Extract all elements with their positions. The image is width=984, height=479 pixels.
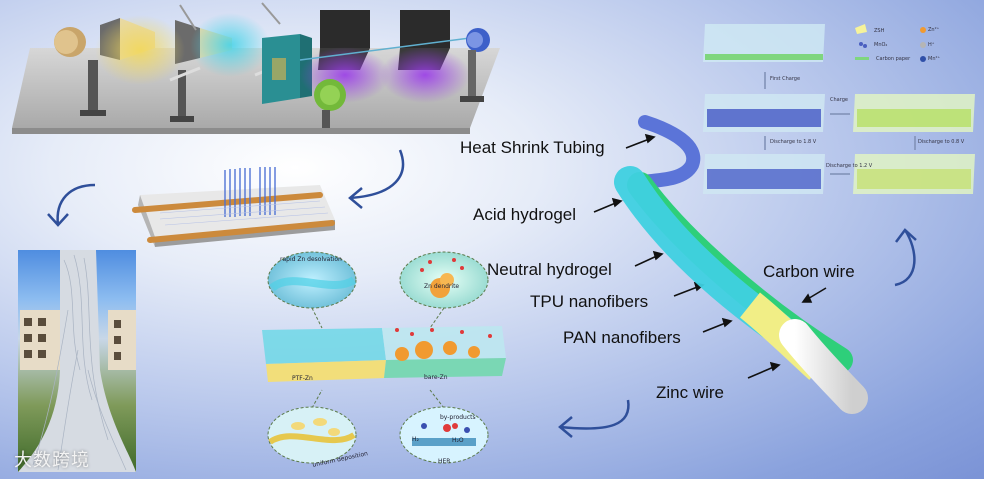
h2o-label: H₂O	[452, 437, 464, 444]
fiber-battery-illustration	[614, 115, 868, 414]
pan-nanofibers-label: PAN nanofibers	[563, 328, 681, 347]
heat-shrink-tubing-label: Heat Shrink Tubing	[460, 138, 605, 157]
electrospinning-setup-illustration	[12, 2, 500, 134]
neutral-hydrogel-label: Neutral hydrogel	[487, 260, 612, 279]
curved-arrow-icon	[47, 149, 917, 438]
tree-trunk-illustration	[18, 250, 136, 472]
rapid-desolvation-label: rapid Zn desolvation	[280, 256, 342, 263]
discharge-1-8v-label: Discharge to 1.8 V	[770, 139, 817, 145]
watermark-text: 大数跨境	[14, 450, 90, 471]
byproducts-label: by-products	[440, 414, 476, 421]
acid-hydrogel-label: Acid hydrogel	[473, 205, 577, 224]
charge-label: Charge	[830, 97, 848, 103]
h2-label: H₂	[412, 436, 419, 443]
fiber-collector-illustration	[132, 167, 335, 247]
legend-h-label: H⁺	[928, 42, 935, 48]
cathode-reaction-panel	[703, 24, 975, 194]
bare-zn-label: bare-Zn	[424, 374, 448, 381]
legend-carbon-label: Carbon paper	[876, 56, 911, 62]
first-charge-label: First Charge	[770, 76, 801, 82]
ptf-zn-label: PTF-Zn	[292, 375, 313, 382]
legend-zsh-label: ZSH	[874, 28, 885, 34]
discharge-0-8v-label: Discharge to 0.8 V	[918, 139, 965, 145]
legend-mn-label: Mn²⁺	[928, 56, 941, 62]
zn-deposition-mechanism-panel	[262, 251, 506, 464]
dendrite-label: Zn dendrite	[424, 283, 460, 290]
her-label: HER	[438, 458, 451, 465]
discharge-1-2v-label: Discharge to 1.2 V	[826, 163, 873, 169]
electrospinning-setup	[0, 0, 520, 150]
legend-swatches	[855, 24, 926, 62]
zinc-wire-label: Zinc wire	[656, 383, 725, 402]
carbon-wire-label: Carbon wire	[763, 262, 855, 281]
tree-photo	[18, 250, 136, 472]
label-leader-arrows	[593, 133, 827, 379]
tpu-nanofibers-label: TPU nanofibers	[530, 292, 649, 311]
legend-zn-label: Zn²⁺	[928, 27, 940, 33]
legend-mno2-label: MnO₂	[874, 42, 888, 48]
